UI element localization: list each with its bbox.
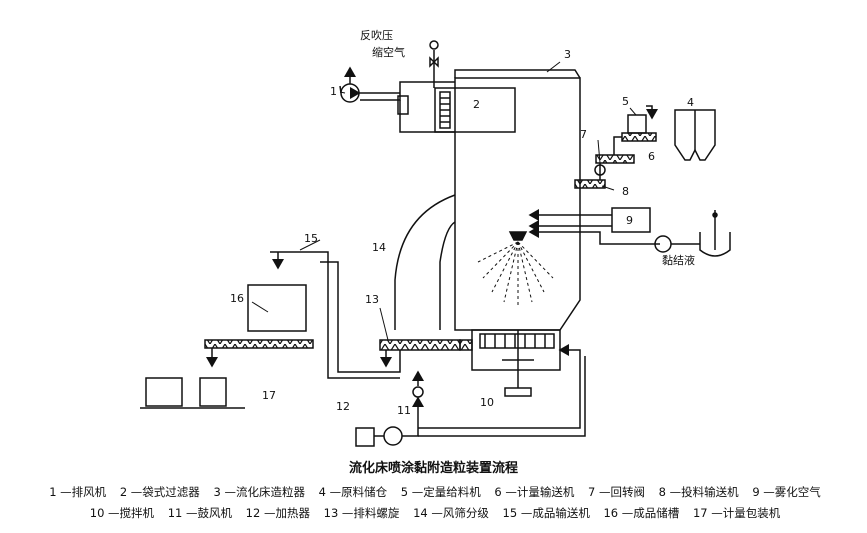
- callout-3: 3: [564, 48, 571, 61]
- callout-8: 8: [622, 185, 629, 198]
- callout-17: 17: [262, 389, 276, 402]
- legend-item-3: 3 —流化床造粒器: [213, 485, 305, 499]
- exhaust-fan: [339, 66, 360, 103]
- legend-item-6: 6 —计量输送机: [494, 485, 575, 499]
- backblow-label-2: 缩空气: [372, 45, 405, 59]
- spray-nozzle: [508, 231, 528, 241]
- legend: 1 —排风机 2 —袋式过滤器 3 —流化床造粒器 4 —原料储仓 5 —定量给…: [10, 482, 860, 524]
- legend-item-7: 7 —回转阀: [588, 485, 646, 499]
- callout-6: 6: [648, 150, 655, 163]
- callout-4: 4: [687, 96, 694, 109]
- legend-item-8: 8 —投料输送机: [658, 485, 739, 499]
- legend-item-12: 12 —加热器: [245, 506, 310, 520]
- diagram-title: 流化床喷涂黏附造粒装置流程: [348, 461, 518, 476]
- callout-2: 2: [473, 98, 480, 111]
- legend-item-13: 13 —排料螺旋: [323, 506, 400, 520]
- legend-item-11: 11 —鼓风机: [167, 506, 233, 520]
- callout-9: 9: [626, 214, 633, 227]
- legend-item-1: 1 —排风机: [49, 485, 107, 499]
- legend-item-14: 14 —风筛分级: [413, 506, 489, 520]
- granulator-vessel: [454, 69, 581, 331]
- callout-10: 10: [480, 396, 494, 409]
- binder-label: 黏结液: [662, 253, 695, 267]
- callout-1: 1: [330, 85, 337, 98]
- legend-item-2: 2 —袋式过滤器: [119, 485, 200, 499]
- legend-item-9: 9 —雾化空气: [752, 485, 821, 499]
- callout-13: 13: [365, 293, 379, 306]
- legend-item-5: 5 —定量给料机: [400, 485, 481, 499]
- raw-material-silo: [674, 109, 716, 161]
- legend-item-15: 15 —成品输送机: [502, 506, 590, 520]
- backblow-label-1: 反吹压: [360, 29, 393, 42]
- callout-5: 5: [622, 95, 629, 108]
- callout-11: 11: [397, 404, 411, 417]
- bag-filter: [434, 87, 516, 133]
- callout-12: 12: [336, 400, 350, 413]
- callout-15: 15: [304, 232, 318, 245]
- callout-16: 16: [230, 292, 244, 305]
- legend-item-16: 16 —成品储槽: [603, 506, 680, 520]
- legend-item-10: 10 —搅拌机: [89, 506, 155, 520]
- legend-item-4: 4 —原料储仓: [318, 485, 388, 499]
- callout-7: 7: [580, 128, 587, 141]
- legend-item-17: 17 —计量包装机: [692, 506, 781, 520]
- callout-14: 14: [372, 241, 386, 254]
